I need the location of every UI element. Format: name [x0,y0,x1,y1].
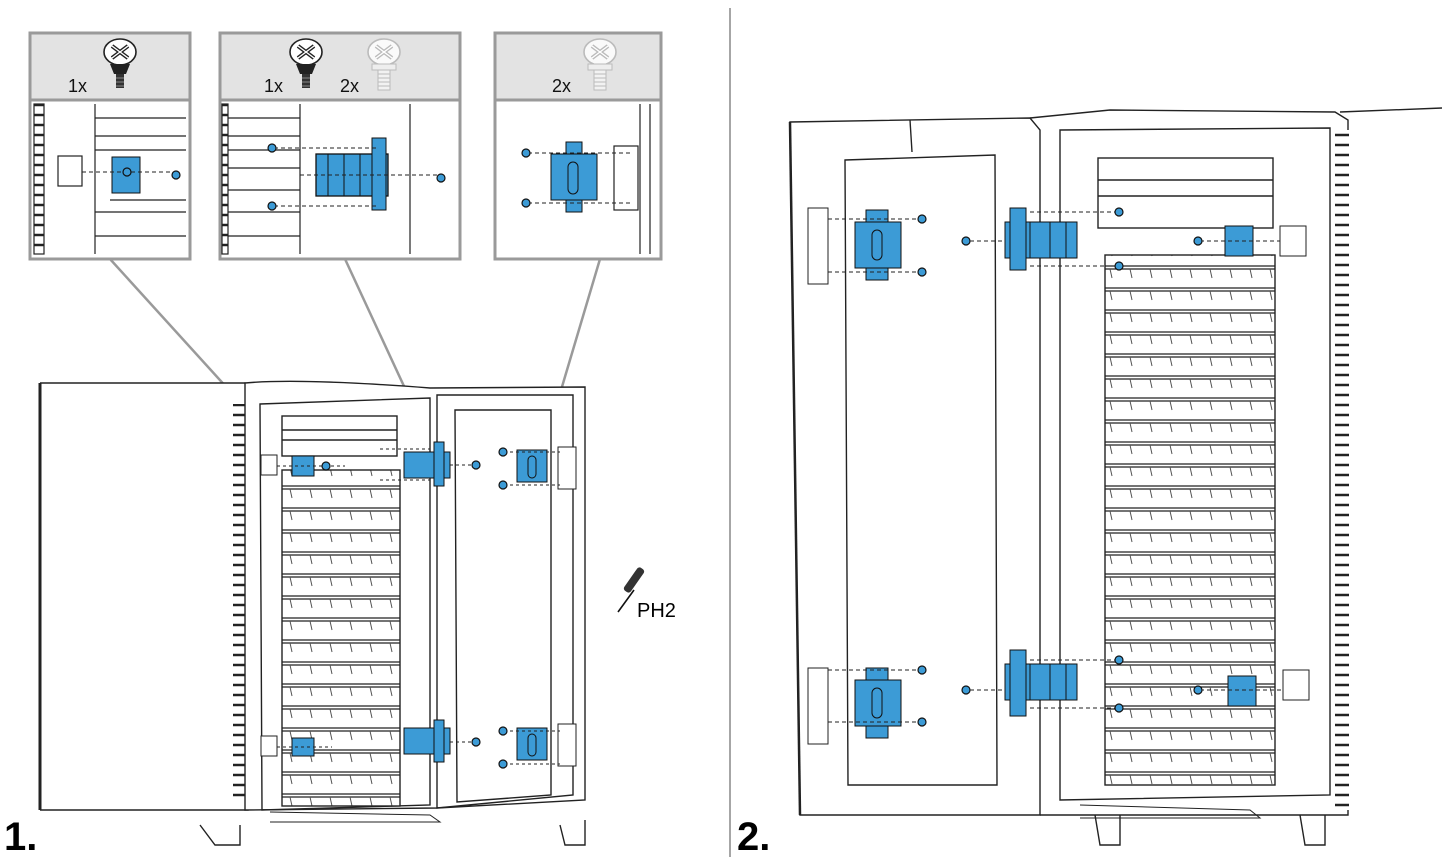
screw-count-2a: 1x [264,76,283,96]
case-view-1 [38,380,586,846]
tool-label: PH2 [637,600,676,622]
screwdriver-icon [617,567,645,613]
case2-hinges [807,207,1310,745]
screw-count-1a: 1x [68,76,87,96]
callout-panel-1: 1x [28,31,192,261]
screw-count-3a: 2x [552,76,571,96]
callout-panel-3: 2x [493,31,663,261]
case1-hinges [260,441,577,769]
callout-panel-2: 1x 2x [218,31,462,261]
step-number-1: 1. [4,815,37,857]
step-number-2: 2. [737,815,770,857]
screw-count-2b: 2x [340,76,359,96]
